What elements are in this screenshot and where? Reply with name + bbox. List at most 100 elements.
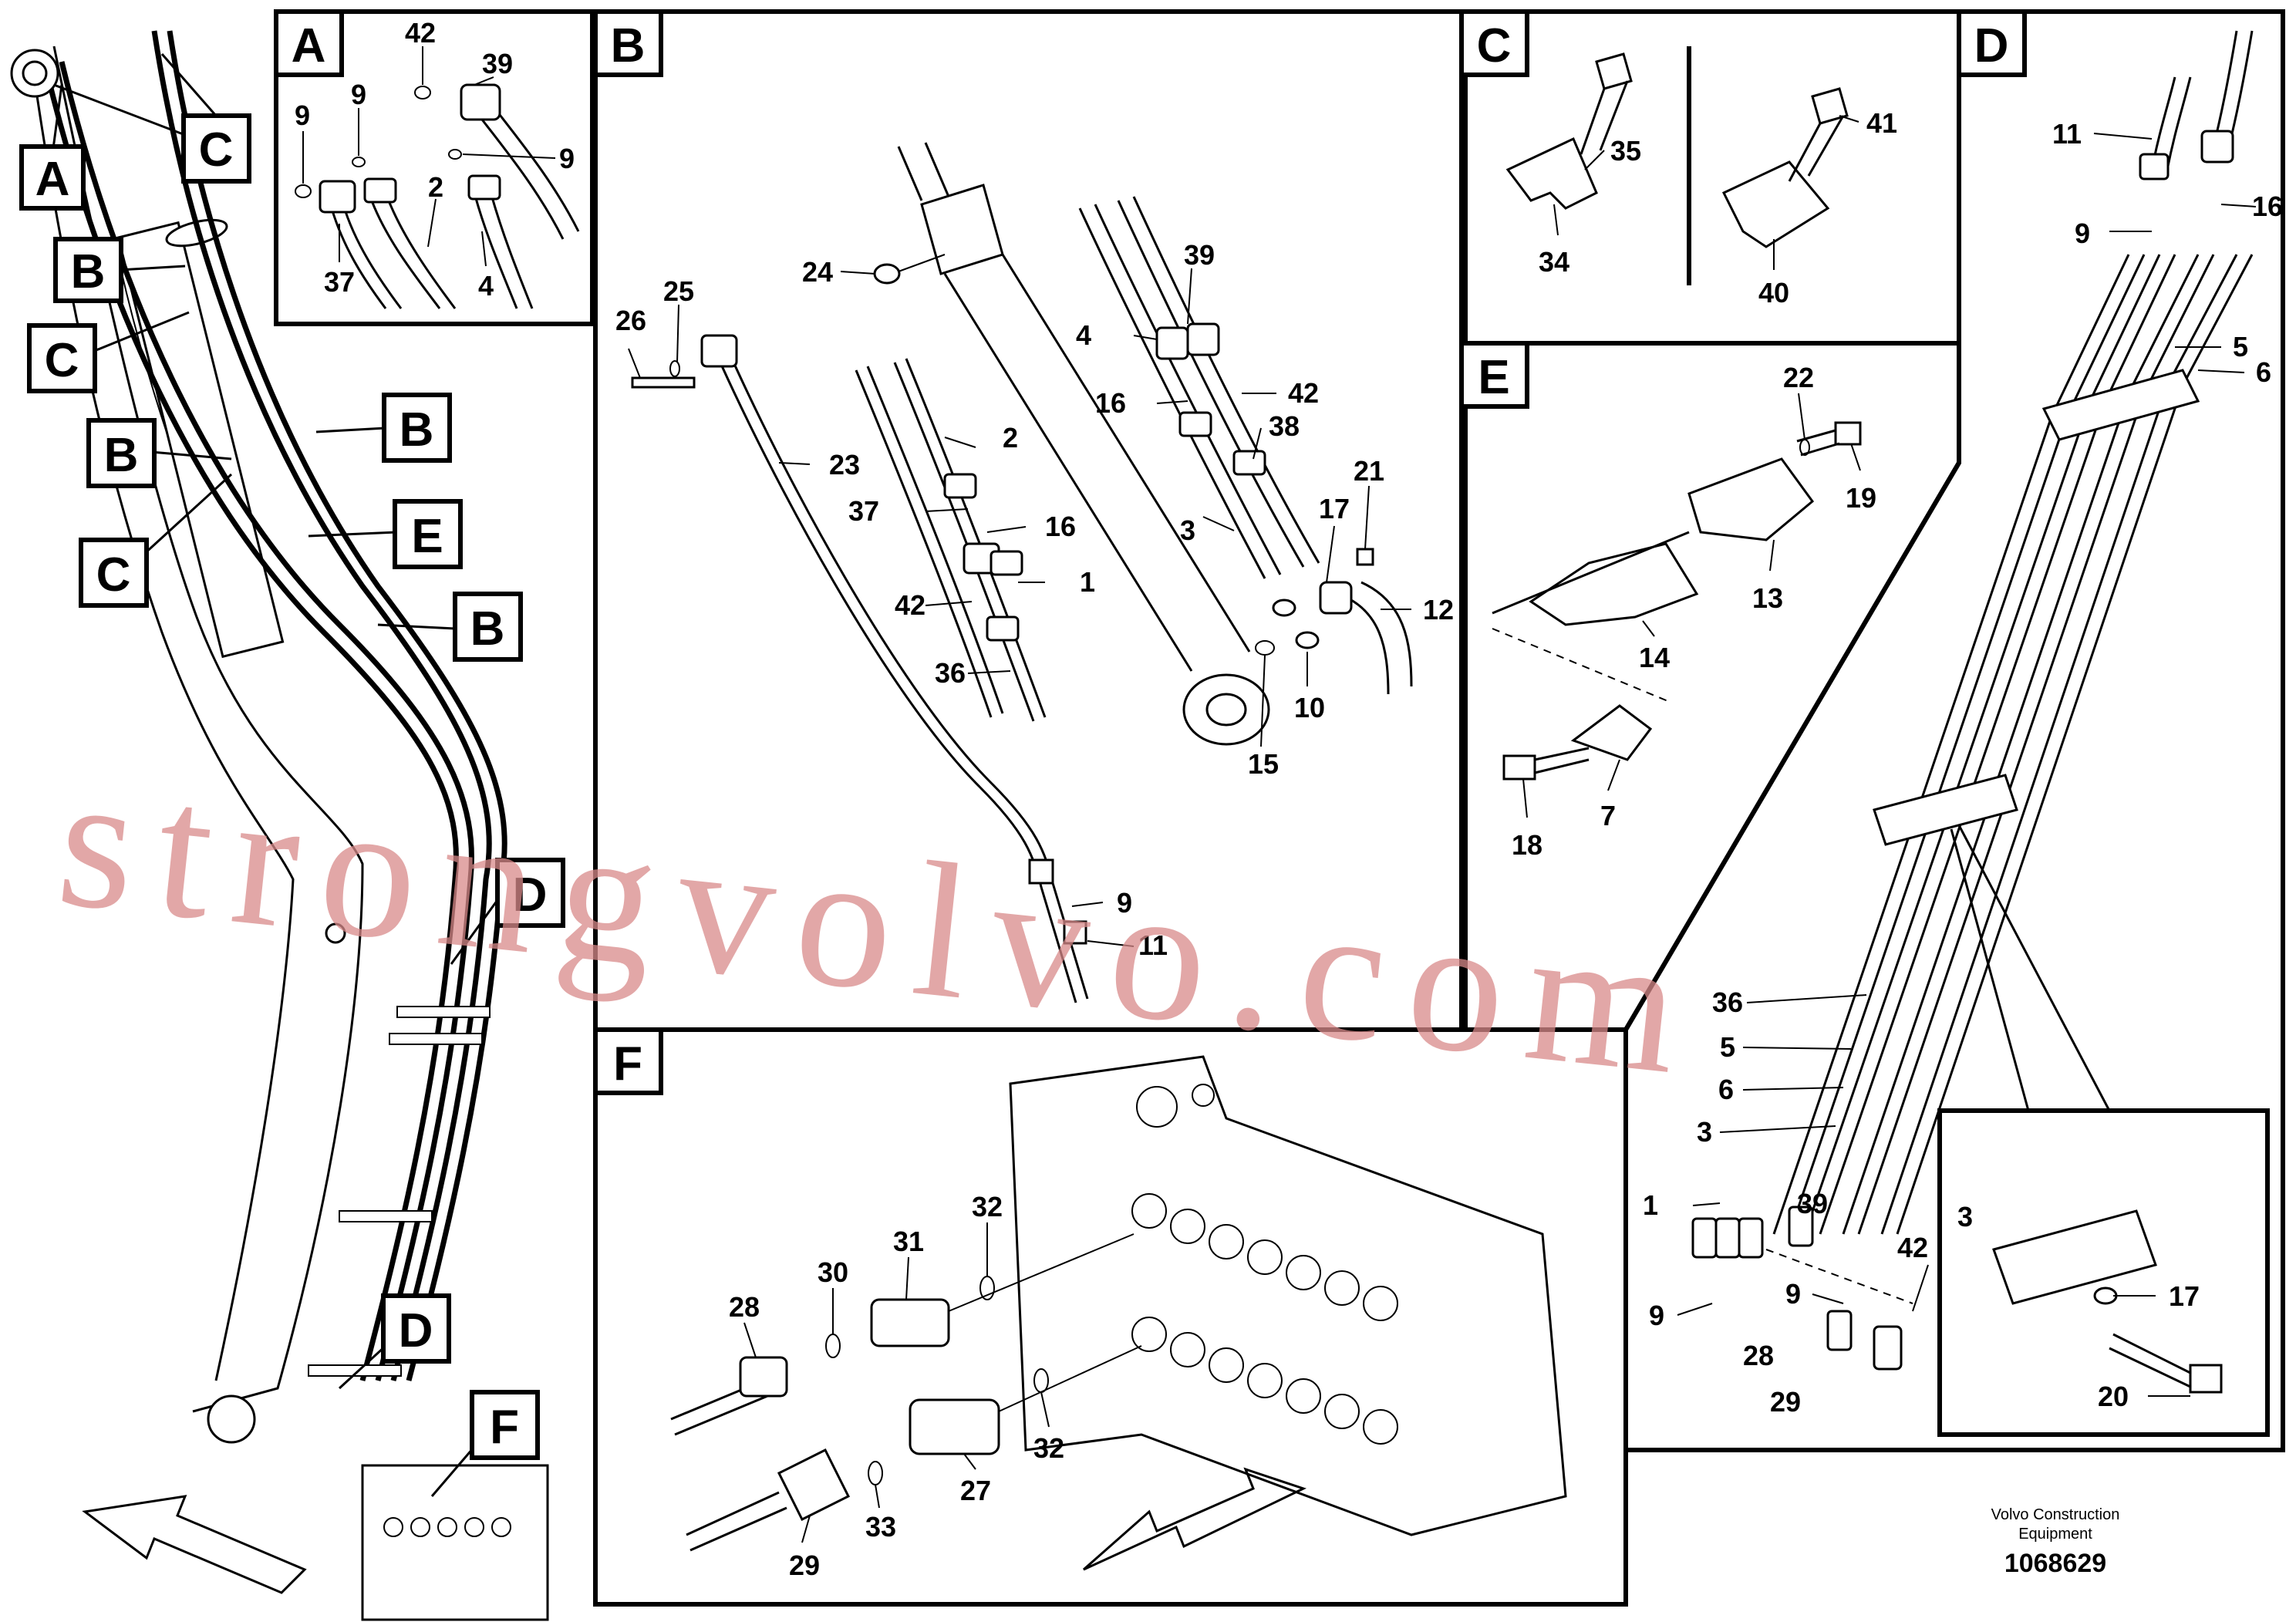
callout-c-34: 34 <box>1539 246 1569 278</box>
callout-c-35: 35 <box>1610 135 1641 167</box>
tag-box-d[interactable]: D <box>381 1293 451 1364</box>
callout-d-39: 39 <box>1797 1188 1828 1219</box>
tag-box-e[interactable]: E <box>393 499 463 569</box>
callout-b-37: 37 <box>848 495 879 527</box>
callout-e-19: 19 <box>1846 482 1876 514</box>
panel-f-leaders <box>743 1222 1050 1543</box>
panel-b-fittings-left <box>943 473 1023 642</box>
callout-b-4: 4 <box>1076 319 1091 351</box>
tag-box-b[interactable]: B <box>453 592 523 662</box>
hose-lower <box>686 1491 787 1552</box>
panel-f-tag <box>593 1027 663 1095</box>
valve-ports-overview <box>383 1517 511 1537</box>
callout-b-12: 12 <box>1423 594 1454 626</box>
callout-d-6: 6 <box>1718 1074 1734 1105</box>
callout-b-16: 16 <box>1045 511 1076 542</box>
hose-bundle-3 <box>151 30 492 1381</box>
adapter-27 <box>909 1398 1000 1455</box>
callout-b-25: 25 <box>663 275 694 307</box>
tag-box-b[interactable]: B <box>382 393 452 463</box>
panel-f-frame <box>593 1027 1628 1607</box>
tag-box-f[interactable]: F <box>470 1390 540 1460</box>
oring-33 <box>868 1461 883 1485</box>
assembly-dash-line <box>1492 628 1671 703</box>
tag-box-b[interactable]: B <box>86 418 157 488</box>
detail-panel-f: F <box>593 1027 1628 1607</box>
bolt-26 <box>631 376 696 389</box>
callout-b-23: 23 <box>829 449 860 481</box>
callout-d-6: 6 <box>2256 356 2271 388</box>
callout-d-1: 1 <box>1643 1189 1658 1221</box>
callout-b-42: 42 <box>1288 377 1319 409</box>
footer-block: Volvo Construction Equipment 1068629 <box>1991 1506 2120 1578</box>
boom-outline-outer <box>52 46 364 1413</box>
callout-d-29: 29 <box>1770 1386 1801 1418</box>
fitting-11 <box>2139 153 2170 180</box>
fitting-28 <box>739 1356 788 1398</box>
svg-text:D: D <box>513 868 548 922</box>
callout-d-5: 5 <box>2233 331 2248 363</box>
tag-box-d[interactable]: D <box>495 858 565 928</box>
inset-callout-lines <box>1950 824 2111 1111</box>
clamp-14 <box>1529 542 1699 626</box>
callout-f-31: 31 <box>893 1226 924 1257</box>
callout-b-21: 21 <box>1354 455 1384 487</box>
panel-d-letter: D <box>1974 19 2009 73</box>
bolt-41-shank <box>1788 115 1845 182</box>
tube-23-fitting <box>700 334 738 368</box>
callout-b-1: 1 <box>1080 566 1095 598</box>
hose-bundle-4 <box>167 30 507 1381</box>
panel-d-tag <box>1957 9 2027 77</box>
bolt-35-shank <box>1580 80 1629 155</box>
svg-text:E: E <box>411 510 443 563</box>
tag-box-c[interactable]: C <box>27 323 97 393</box>
adapter-31 <box>870 1298 950 1347</box>
hose-bundle-1 <box>43 69 459 1381</box>
svg-text:C: C <box>199 123 234 177</box>
panel-c-letter: C <box>1477 19 1512 73</box>
tag-box-c[interactable]: C <box>79 538 149 608</box>
callout-d-9: 9 <box>1785 1278 1801 1310</box>
bolt-41-head <box>1811 87 1849 125</box>
callout-d-16: 16 <box>2252 191 2283 222</box>
boom-lug <box>325 922 346 944</box>
svg-text:B: B <box>71 245 106 298</box>
panel-b-leaders <box>628 254 1411 947</box>
cylinder-rod-top <box>897 142 950 201</box>
direction-arrow-f <box>1083 1467 1306 1571</box>
callout-d-3: 3 <box>1697 1116 1712 1148</box>
svg-text:B: B <box>400 403 434 457</box>
footer-company-line2: Equipment <box>2018 1526 2092 1543</box>
washer-15 <box>1255 640 1275 656</box>
panel-c-tag <box>1459 9 1529 77</box>
svg-text:C: C <box>96 548 131 602</box>
detail-panel-b: B <box>593 9 1468 1032</box>
panel-d-leaders <box>1677 133 2257 1397</box>
tag-box-b[interactable]: B <box>53 237 123 303</box>
tag-box-c[interactable]: C <box>181 113 251 184</box>
callout-d-5: 5 <box>1720 1031 1735 1063</box>
detail-panel-a: A <box>274 9 595 326</box>
callout-b-39: 39 <box>1184 239 1215 271</box>
bolt-18-head <box>1502 754 1536 781</box>
tube-23-nut <box>1028 858 1054 885</box>
bolt-19-head <box>1834 421 1862 446</box>
callout-a-39: 39 <box>482 48 513 79</box>
callout-b-2: 2 <box>1003 422 1018 454</box>
panel-a-hoses <box>330 111 580 309</box>
bolt-35-head <box>1595 52 1633 90</box>
panel-b-hoses-right <box>1078 196 1320 579</box>
callout-b-16: 16 <box>1095 387 1126 419</box>
boom-foot-pin <box>207 1394 256 1444</box>
tag-box-a[interactable]: A <box>19 144 86 211</box>
callout-a-2: 2 <box>428 171 443 203</box>
callout-e-13: 13 <box>1752 582 1783 614</box>
direction-arrow-overview <box>82 1495 307 1594</box>
washer-17 <box>2093 1286 2118 1305</box>
callout-b-9: 9 <box>1117 887 1132 919</box>
callout-f-32: 32 <box>972 1191 1003 1222</box>
callout-b-38: 38 <box>1269 410 1300 442</box>
cylinder-eye-bore <box>1205 693 1247 727</box>
panel-f-letter: F <box>613 1037 642 1091</box>
